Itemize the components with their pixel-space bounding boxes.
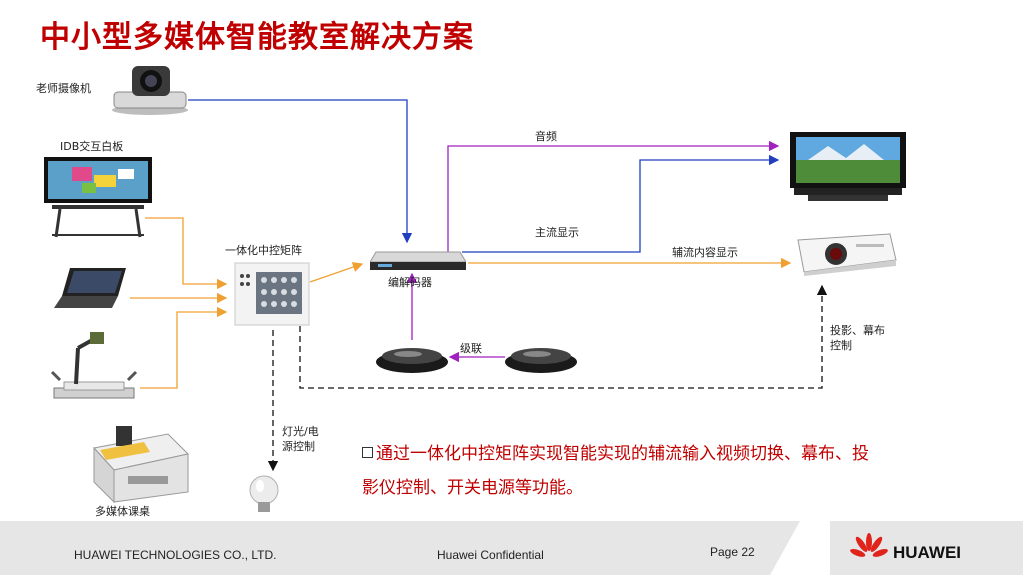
description-line-1: 通过一体化中控矩阵实现智能实现的辅流输入视频切换、幕布、投 (362, 437, 952, 471)
control-matrix-icon (234, 262, 310, 326)
control-matrix-label: 一体化中控矩阵 (225, 244, 302, 257)
projection-control-label: 投影、幕布 控制 (830, 323, 885, 353)
camera-to-codec-line (188, 99, 413, 244)
bullet-square-icon (362, 447, 373, 458)
light-power-label-line1: 灯光/电 (282, 425, 319, 438)
aux-display-label: 辅流内容显示 (672, 246, 738, 259)
teacher-camera-label: 老师摄像机 (36, 82, 91, 95)
footer-divider-shape (770, 521, 830, 575)
multimedia-desk-label: 多媒体课桌 (95, 505, 150, 518)
light-bulb-icon (249, 475, 279, 512)
huawei-brand-text: HUAWEI (893, 543, 961, 562)
multimedia-desk-icon (93, 426, 190, 504)
matrix-to-codec-line (309, 262, 364, 283)
main-display-line (462, 154, 780, 253)
projector-icon (797, 233, 897, 276)
microphone-icon (376, 348, 448, 373)
projection-control-label-line1: 投影、幕布 (830, 324, 885, 337)
projection-control-label-line2: 控制 (830, 339, 852, 352)
footer-company: HUAWEI TECHNOLOGIES CO., LTD. (74, 548, 277, 562)
main-display-label: 主流显示 (535, 226, 579, 239)
footer-confidential: Huawei Confidential (437, 548, 544, 562)
codec-label: 编解码器 (388, 276, 432, 289)
tv-icon (790, 132, 906, 201)
document-camera-icon (50, 332, 138, 399)
solution-description: 通过一体化中控矩阵实现智能实现的辅流输入视频切换、幕布、投 影仪控制、开关电源等… (362, 437, 952, 505)
microphone-icon (505, 348, 577, 373)
huawei-logo-icon (850, 533, 888, 557)
ptz-camera-icon (112, 66, 188, 115)
laptop-icon (54, 268, 126, 308)
description-text-1: 通过一体化中控矩阵实现智能实现的辅流输入视频切换、幕布、投 (376, 444, 869, 464)
interactive-whiteboard-icon (44, 157, 152, 238)
codec-icon (370, 251, 466, 270)
description-line-2: 影仪控制、开关电源等功能。 (362, 478, 583, 498)
audio-label: 音频 (535, 130, 557, 143)
whiteboard-to-matrix-line (145, 217, 228, 290)
visualizer-to-matrix-line (140, 306, 228, 389)
footer-bar (0, 521, 1023, 575)
idb-whiteboard-label: IDB交互白板 (60, 140, 124, 153)
page-title: 中小型多媒体智能教室解决方案 (40, 20, 474, 55)
projection-control-line (299, 284, 828, 389)
light-power-label-line2: 源控制 (282, 440, 315, 453)
audio-line (447, 140, 780, 254)
light-power-label: 灯光/电 源控制 (282, 424, 319, 454)
page-number: Page 22 (710, 545, 755, 559)
cascade-label: 级联 (460, 342, 482, 355)
